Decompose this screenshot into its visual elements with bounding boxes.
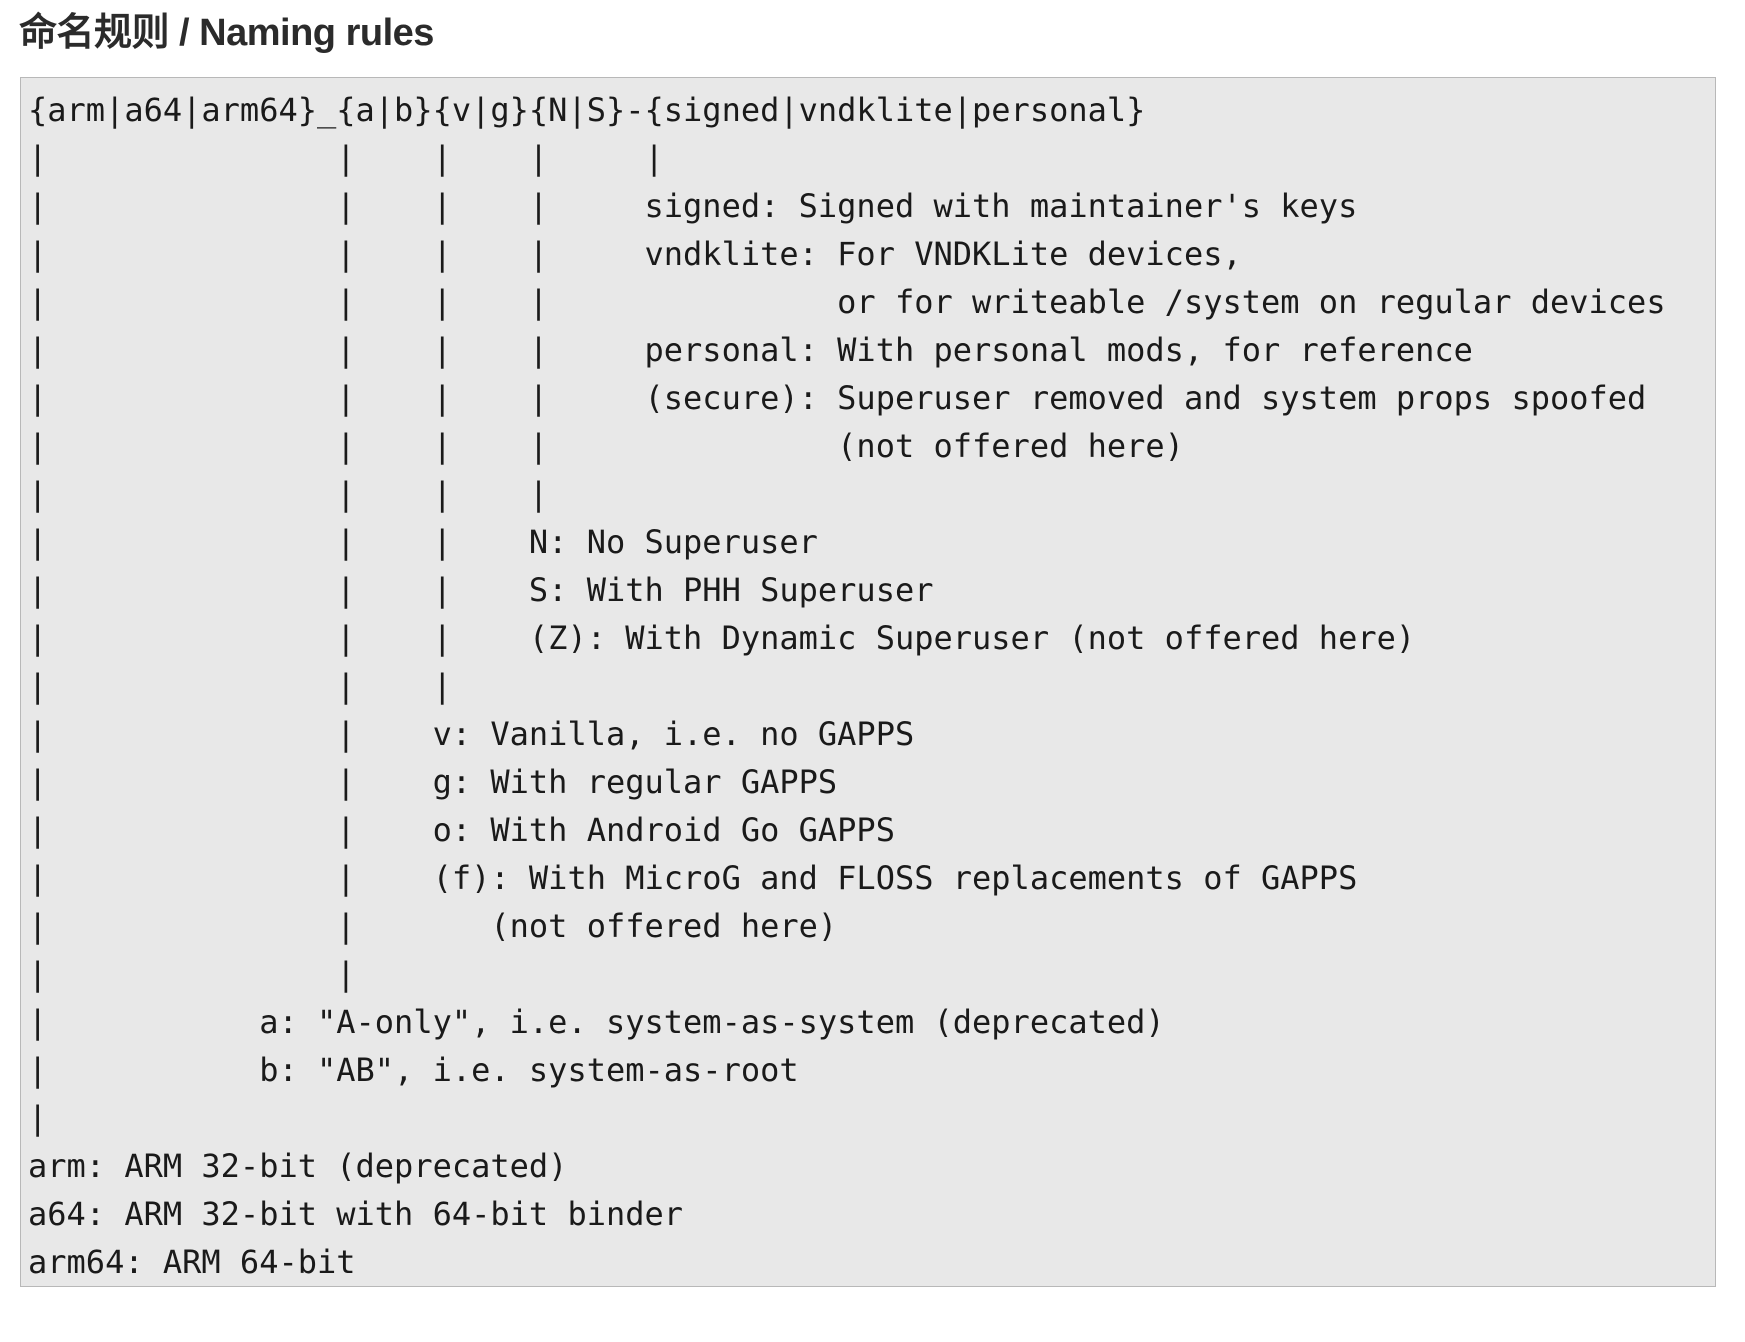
page-title: 命名规则 / Naming rules [19,12,434,54]
naming-rules-code-block: {arm|a64|arm64}_{a|b}{v|g}{N|S}-{signed|… [20,77,1716,1287]
